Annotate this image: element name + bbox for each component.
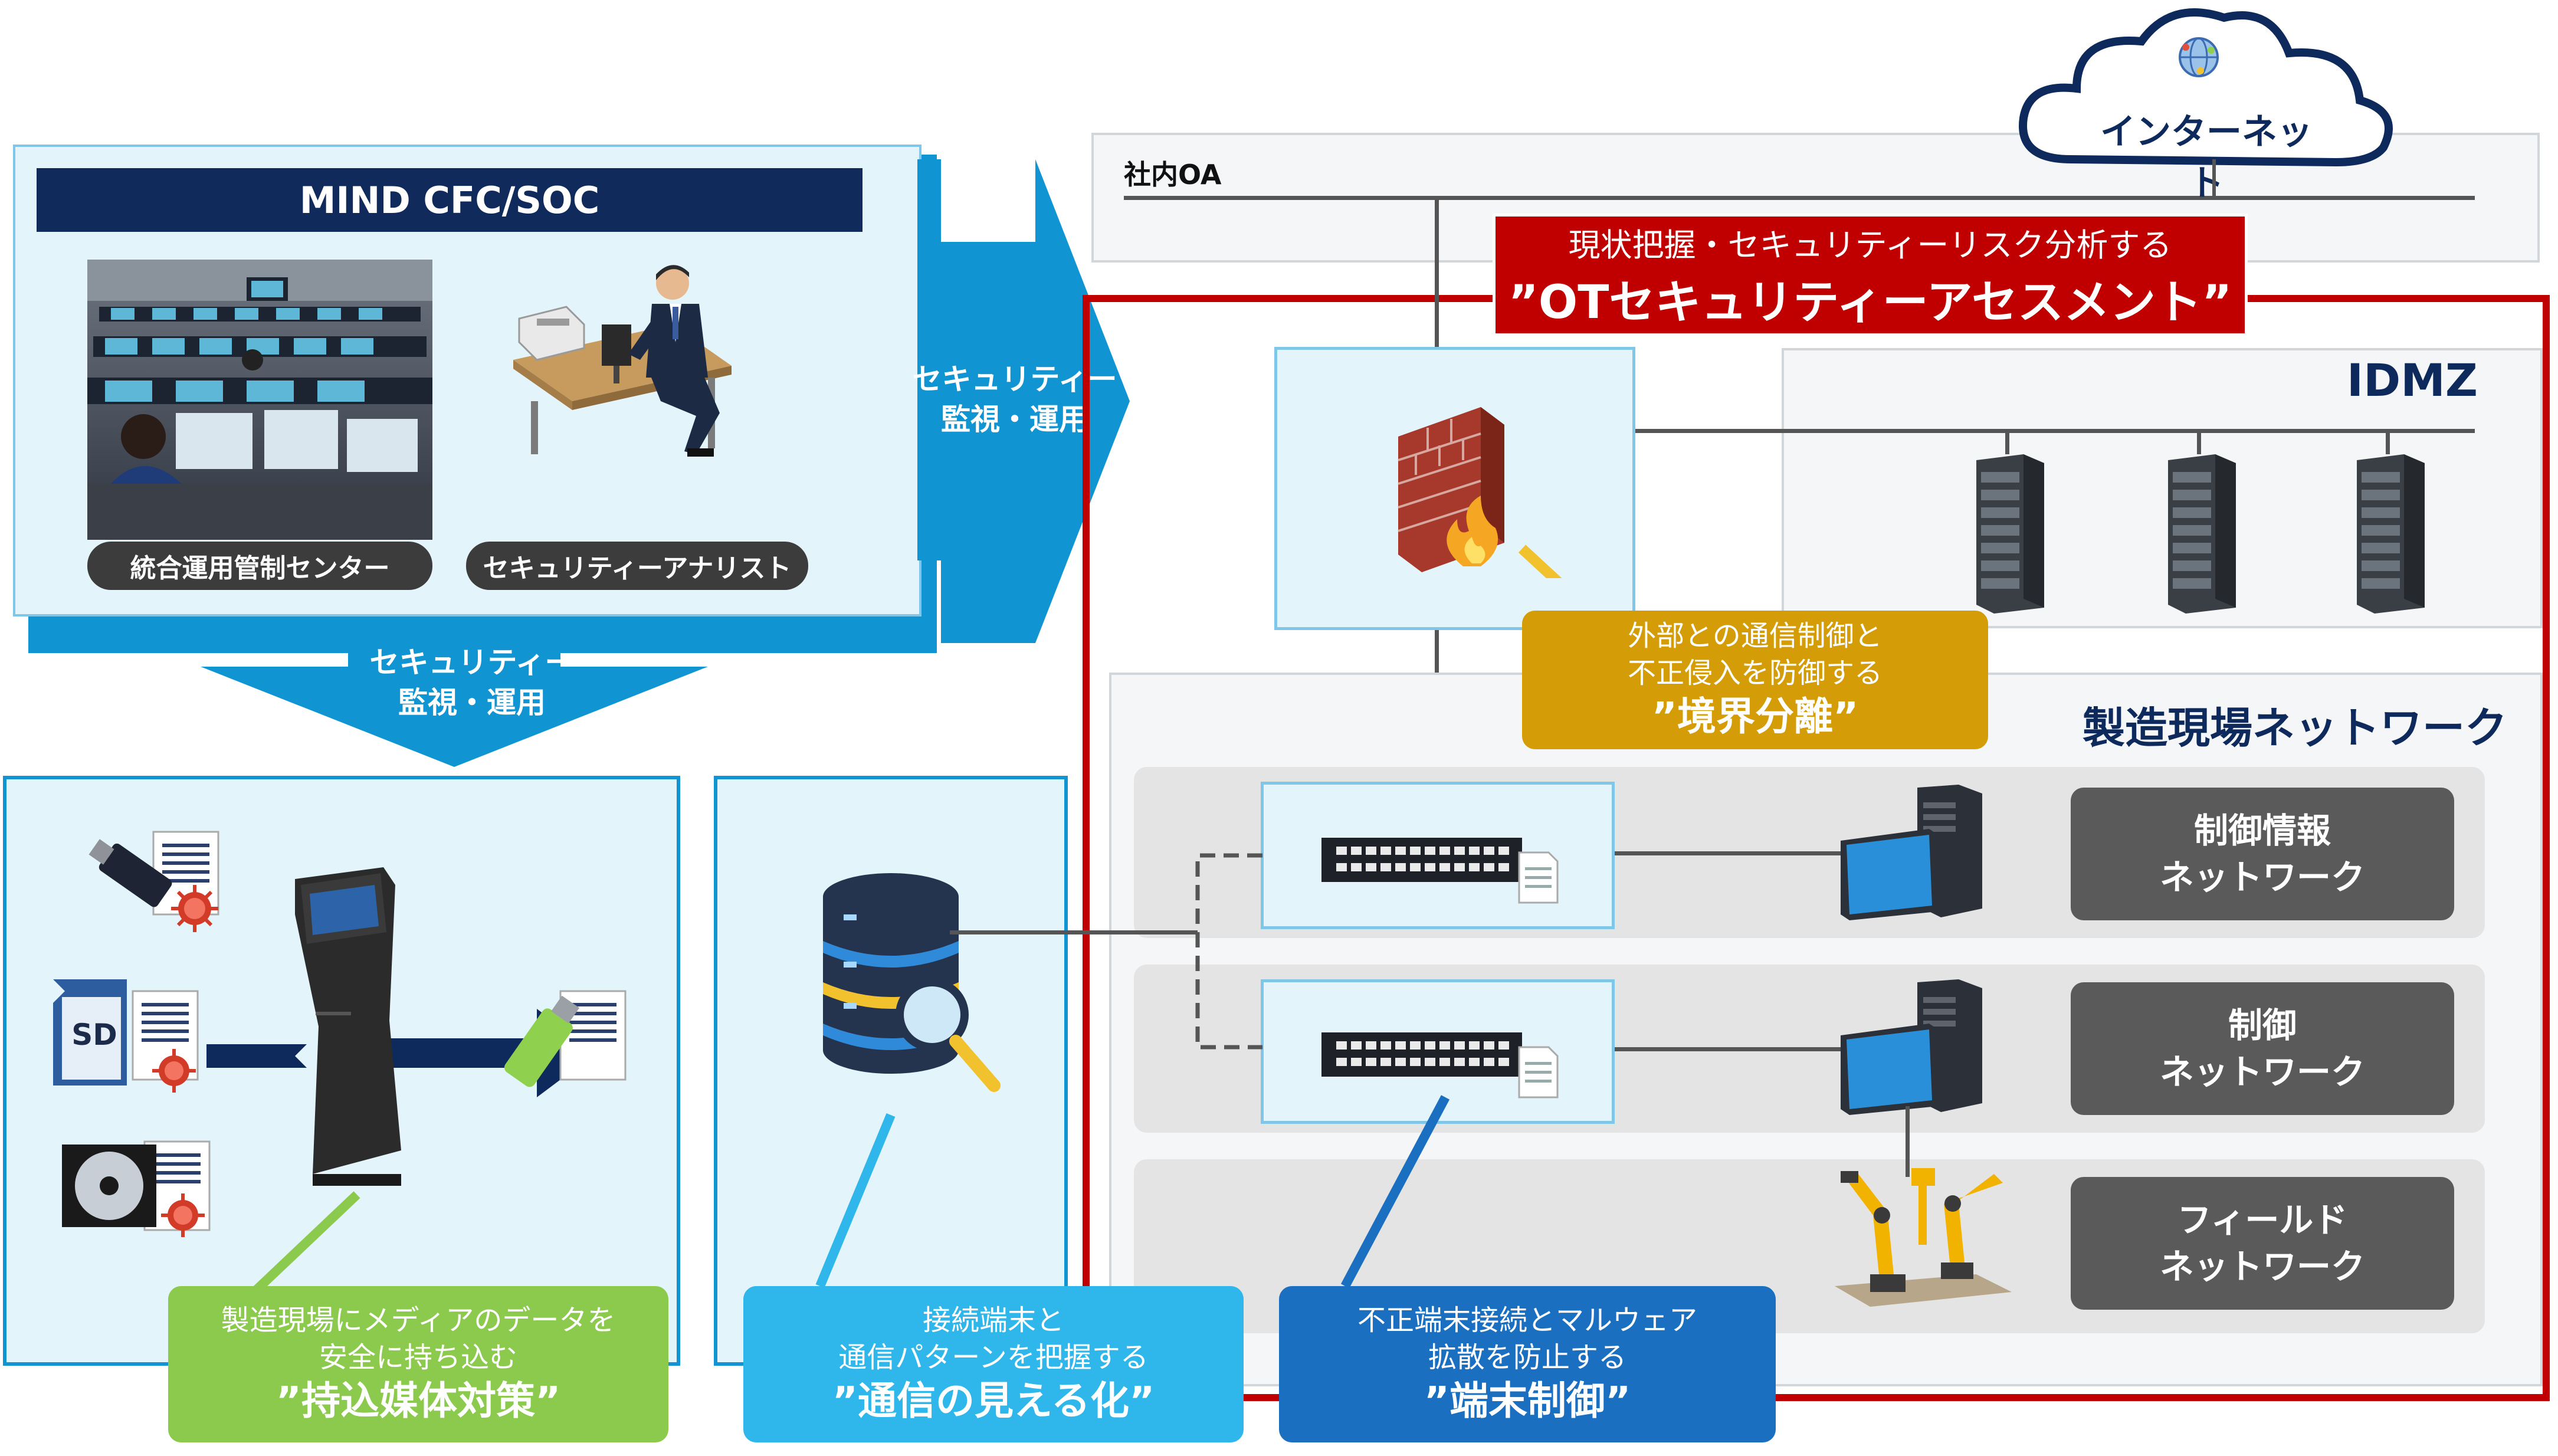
visibility-callout: 接続端末と 通信パターンを把握する ”通信の見える化” — [743, 1286, 1244, 1442]
analyst-label: セキュリティーアナリスト — [466, 542, 808, 590]
soc-title-bar: MIND CFC/SOC — [37, 168, 862, 232]
media-title: ”持込媒体対策” — [276, 1378, 561, 1424]
sw2-to-terminal-line — [1615, 1047, 1851, 1051]
media-line2: 安全に持ち込む — [319, 1340, 517, 1374]
internet-link-line — [2212, 159, 2216, 198]
sd-card-icon — [50, 979, 204, 1097]
media-pointer-line — [241, 1191, 360, 1304]
down-arrow-label: セキュリティー 監視・運用 — [369, 645, 575, 720]
trunk-line-top — [1435, 199, 1439, 347]
mirror-port-dashed-line — [1195, 853, 1262, 1050]
right-arrow — [917, 159, 1130, 643]
terminal-icon-2 — [1841, 979, 1982, 1115]
media-callout: 製造現場にメディアのデータを 安全に持ち込む ”持込媒体対策” — [168, 1286, 668, 1442]
boundary-line1: 外部との通信制御と — [1628, 619, 1883, 653]
media-line1: 製造現場にメディアのデータを — [221, 1304, 616, 1337]
switch-icon-2 — [1316, 1024, 1563, 1100]
assessment-line2: ”OTセキュリティーアセスメント” — [1508, 276, 2232, 329]
oa-label: 社内OA — [1124, 159, 1222, 191]
terminal-icon-1 — [1841, 785, 1982, 920]
assessment-line1: 現状把握・セキュリティーリスク分析する — [1568, 226, 2172, 264]
internet-cloud — [2019, 8, 2393, 167]
center-label: 統合運用管制センター — [87, 542, 432, 590]
clean-usb-icon — [490, 979, 637, 1115]
endpoint-line2: 拡散を防止する — [1428, 1340, 1626, 1374]
idmz-bus-line — [1635, 429, 2475, 433]
zone-label-field: フィールド ネットワーク — [2071, 1177, 2454, 1310]
control-room-image — [87, 260, 432, 540]
factory-network-label: 製造現場ネットワーク — [2082, 703, 2507, 753]
cd-malware-icon — [62, 1136, 215, 1242]
monitor-sensor-line — [950, 930, 1198, 934]
switch-icon-1 — [1316, 829, 1563, 906]
server-rack-3 — [2351, 431, 2428, 614]
robot-arm-icon — [1823, 1156, 2018, 1310]
boundary-title: ”境界分離” — [1651, 693, 1859, 739]
server-rack-2 — [2162, 431, 2239, 614]
terminal-to-robot-line — [1906, 1106, 1910, 1177]
boundary-callout: 外部との通信制御と 不正侵入を防御する ”境界分離” — [1522, 611, 1988, 749]
database-monitor-icon — [814, 867, 1009, 1103]
sw1-to-terminal-line — [1615, 851, 1851, 855]
soc-title: MIND CFC/SOC — [299, 178, 600, 222]
visibility-pointer-line — [815, 1113, 896, 1288]
zone-label-control: 制御 ネットワーク — [2071, 982, 2454, 1115]
down-arrow — [201, 649, 708, 767]
boundary-line2: 不正侵入を防御する — [1627, 656, 1883, 690]
visibility-line1: 接続端末と — [922, 1304, 1064, 1337]
internet-label: インターネット — [2100, 112, 2313, 204]
visibility-line2: 通信パターンを把握する — [838, 1340, 1149, 1374]
globe-icon — [2177, 35, 2221, 79]
zone-label-control-info: 制御情報 ネットワーク — [2071, 788, 2454, 920]
sd-card-label: SD — [71, 1018, 117, 1052]
analyst-illustration — [496, 260, 743, 484]
server-rack-1 — [1970, 431, 2047, 614]
oa-bus-line — [1124, 196, 2475, 200]
usb-malware-icon — [83, 808, 230, 944]
firewall-icon — [1392, 401, 1565, 588]
endpoint-callout: 不正端末接続とマルウェア 拡散を防止する ”端末制御” — [1279, 1286, 1776, 1442]
endpoint-line1: 不正端末接続とマルウェア — [1357, 1304, 1697, 1337]
idmz-label: IDMZ — [2346, 354, 2478, 406]
assessment-banner: 現状把握・セキュリティーリスク分析する ”OTセキュリティーアセスメント” — [1493, 214, 2248, 336]
endpoint-pointer-line — [1340, 1095, 1450, 1288]
visibility-title: ”通信の見える化” — [832, 1378, 1155, 1424]
endpoint-title: ”端末制御” — [1424, 1378, 1631, 1424]
